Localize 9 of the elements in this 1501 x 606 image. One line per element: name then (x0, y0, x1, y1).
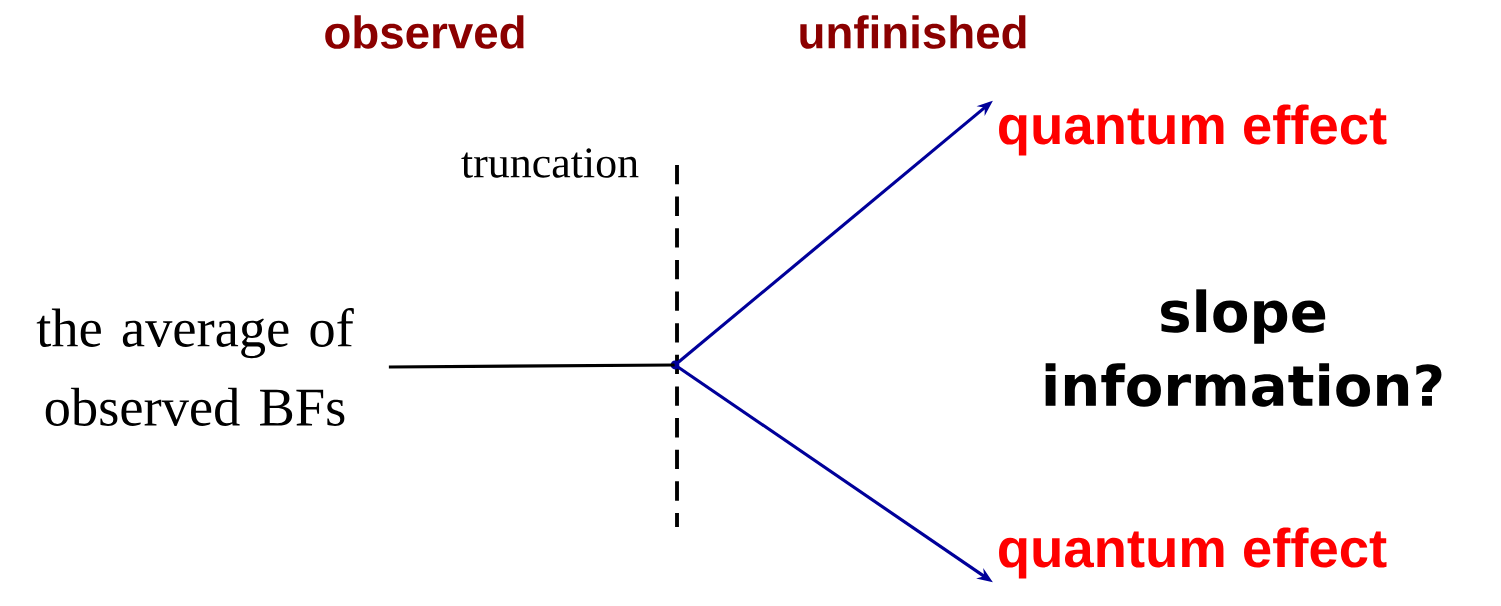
column-heading: unfinished (800, 15, 1026, 49)
question-text: slope information? (1045, 289, 1442, 407)
column-heading: observed (325, 15, 524, 49)
junction-point (670, 360, 680, 370)
effect-label: quantum effect (999, 527, 1387, 579)
text-label: the average of observed BFs (36, 308, 354, 426)
truncation-label: truncation (461, 148, 639, 178)
line (388, 363, 676, 369)
effect-label: quantum effect (999, 104, 1387, 156)
